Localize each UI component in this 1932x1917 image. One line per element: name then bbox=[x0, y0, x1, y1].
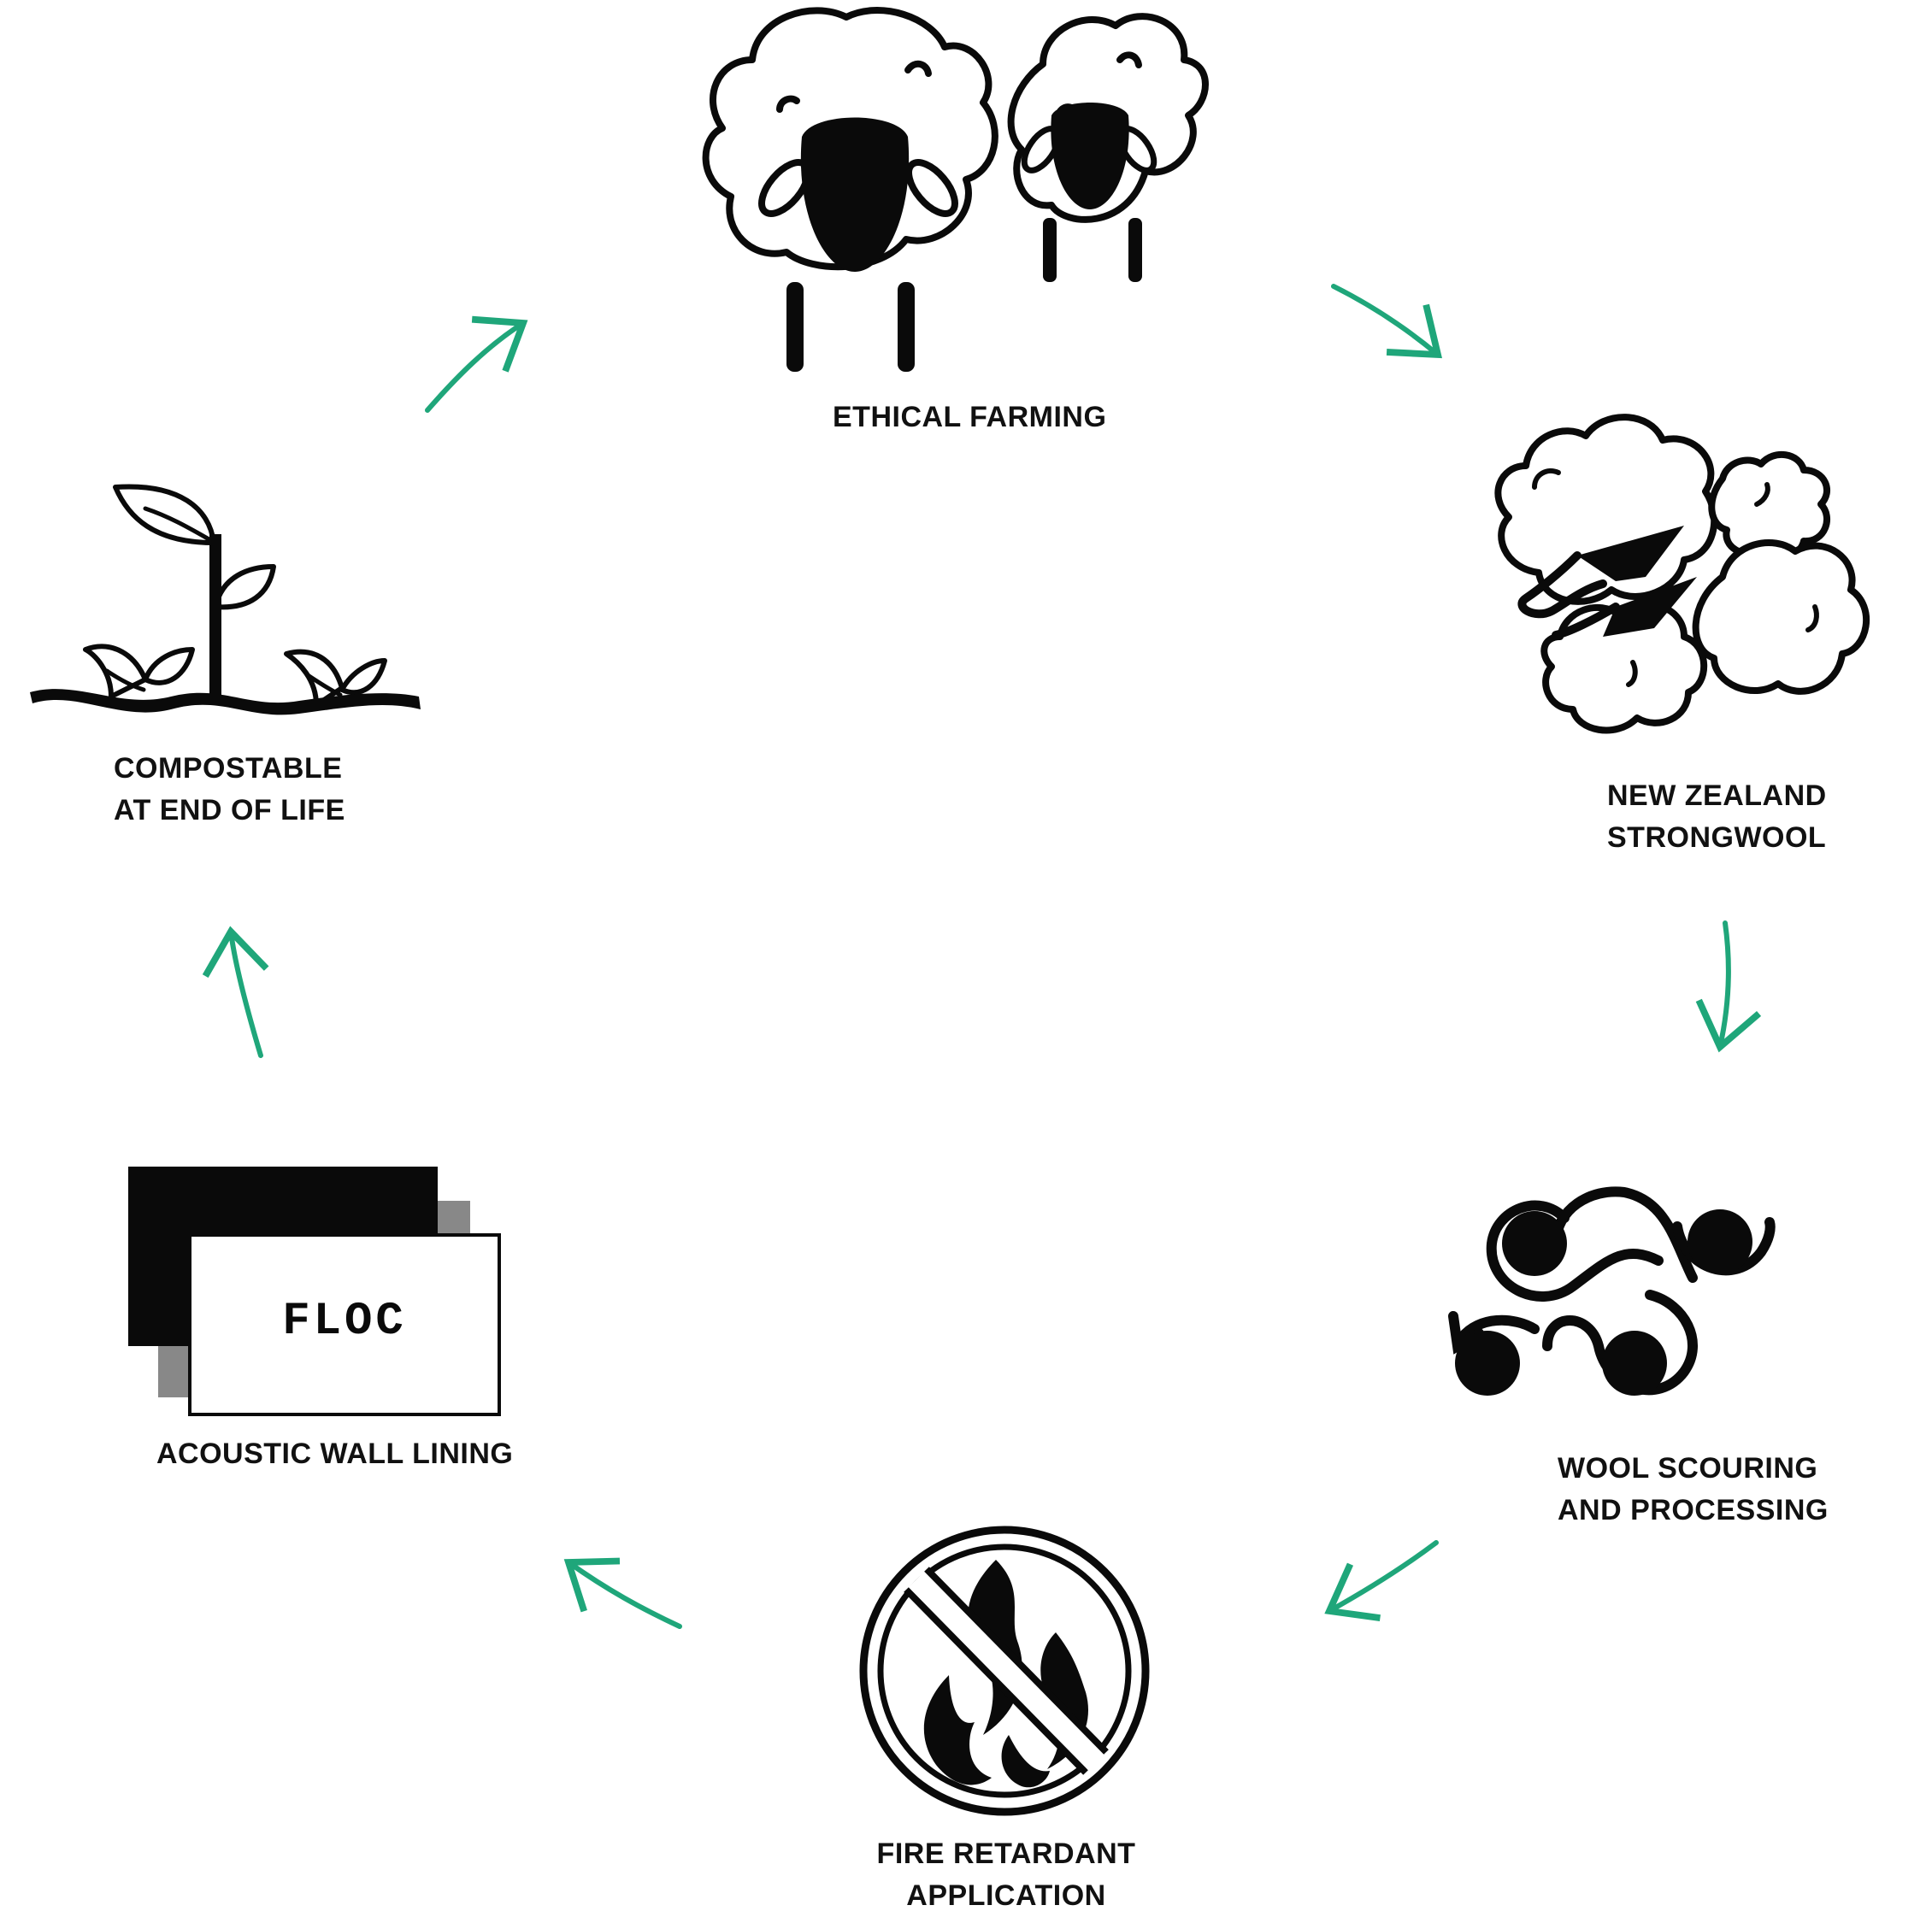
arrow-lining-to-compost bbox=[202, 926, 269, 1058]
step-label-fire-retardant: FIRE RETARDANT APPLICATION bbox=[865, 1833, 1147, 1917]
label-line: WOOL SCOURING bbox=[1558, 1452, 1818, 1485]
panel-brand: FLOC bbox=[282, 1296, 407, 1348]
step-label-ethical-farming: ETHICAL FARMING bbox=[833, 397, 1106, 438]
label-line: COMPOSTABLE bbox=[114, 752, 343, 785]
arrow-wool-to-scouring bbox=[1695, 920, 1762, 1053]
label-line: AT END OF LIFE bbox=[114, 794, 345, 826]
wool-shears-icon bbox=[1494, 414, 1870, 734]
label-line: AND PROCESSING bbox=[1558, 1494, 1829, 1526]
step-label-wall-lining: ACOUSTIC WALL LINING bbox=[156, 1433, 513, 1475]
label-line: ETHICAL FARMING bbox=[833, 401, 1107, 433]
arrow-farming-to-wool bbox=[1331, 284, 1442, 359]
wool-rollers-icon bbox=[1448, 1186, 1776, 1396]
label-line: STRONGWOOL bbox=[1607, 821, 1827, 854]
arrow-compost-to-farming bbox=[425, 315, 528, 413]
step-label-compostable: COMPOSTABLE AT END OF LIFE bbox=[114, 748, 345, 832]
label-line: ACOUSTIC WALL LINING bbox=[156, 1438, 514, 1470]
no-fire-icon bbox=[859, 1526, 1150, 1816]
label-line: FIRE RETARDANT bbox=[876, 1838, 1136, 1870]
sheep-icon bbox=[702, 7, 1209, 372]
sprouts-icon bbox=[30, 484, 421, 715]
arrow-fire-to-lining bbox=[563, 1557, 682, 1629]
arrow-scouring-to-fire bbox=[1324, 1540, 1439, 1622]
label-line: APPLICATION bbox=[906, 1879, 1106, 1912]
step-label-strongwool: NEW ZEALAND STRONGWOOL bbox=[1607, 775, 1827, 859]
label-line: NEW ZEALAND bbox=[1607, 779, 1827, 812]
step-label-scouring: WOOL SCOURING AND PROCESSING bbox=[1558, 1448, 1829, 1532]
wall-panels-icon: FLOC bbox=[128, 1167, 501, 1416]
